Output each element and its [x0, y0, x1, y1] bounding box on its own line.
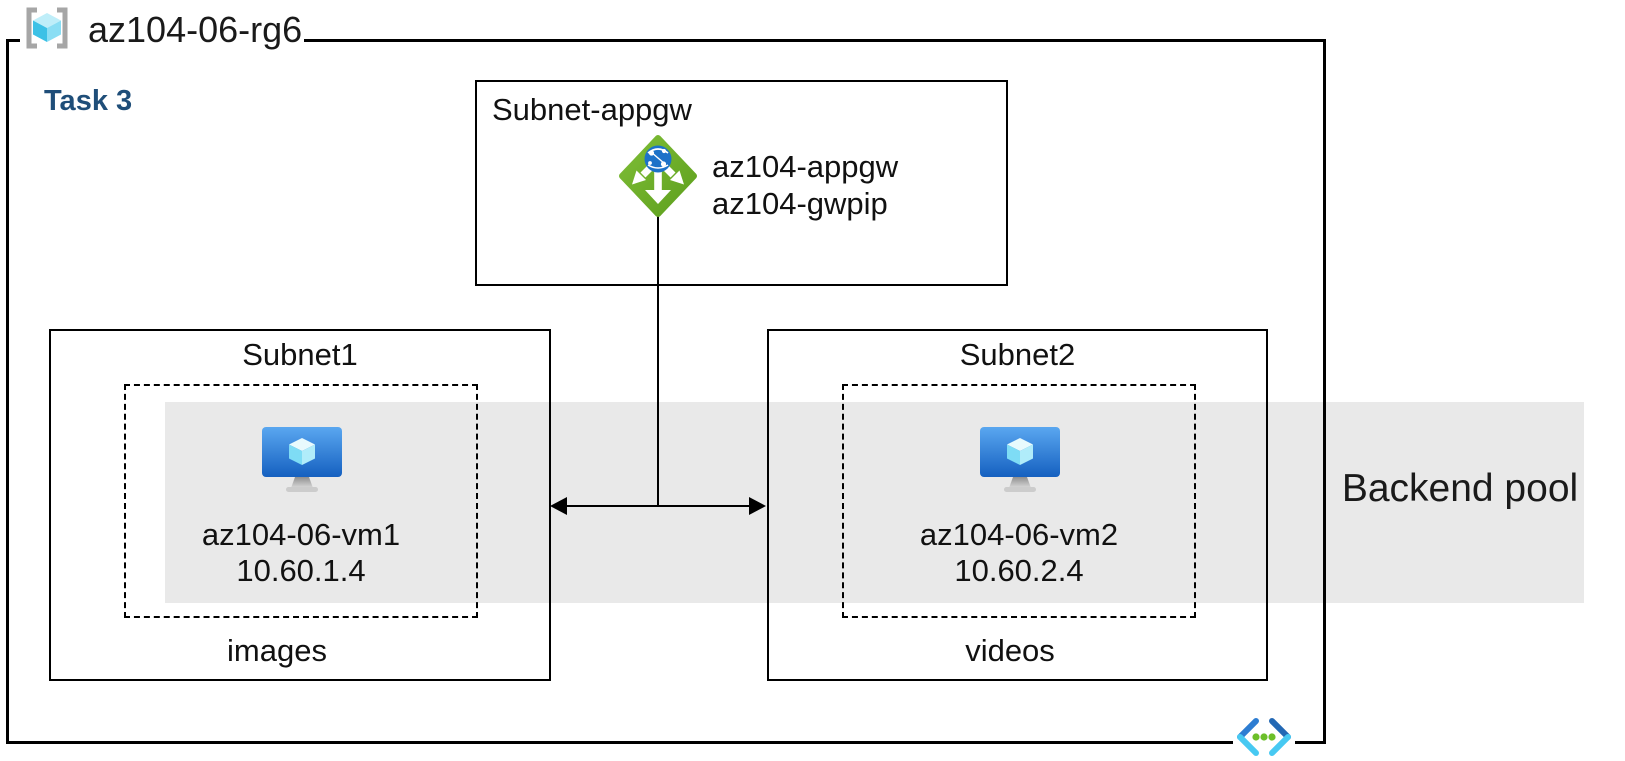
- application-gateway-icon: [619, 135, 697, 217]
- subnet2-backend-group: [842, 384, 1196, 618]
- task-label: Task 3: [44, 85, 133, 117]
- subnet-appgw-title: Subnet-appgw: [492, 92, 692, 127]
- subnet-to-subnet-connector: [556, 504, 754, 508]
- application-gateway-labels: az104-appgw az104-gwpip: [712, 148, 898, 222]
- resource-group-box: [6, 39, 1326, 744]
- arrowhead-right-icon: [749, 497, 766, 515]
- resource-group-border-gap: [20, 36, 304, 46]
- resource-group-icon: [26, 7, 68, 49]
- virtual-network-icon: [1233, 716, 1295, 758]
- gateway-to-backend-connector: [656, 214, 660, 506]
- vm1-ip: 10.60.1.4: [236, 553, 366, 588]
- subnet2-caption: videos: [965, 633, 1055, 668]
- backend-pool-band: [165, 402, 1584, 603]
- gateway-public-ip-name: az104-gwpip: [712, 186, 888, 221]
- virtual-machine-1-icon: [262, 427, 342, 492]
- subnet2-title: Subnet2: [959, 337, 1076, 372]
- vm2-ip: 10.60.2.4: [954, 553, 1084, 588]
- virtual-machine-2-icon: [980, 427, 1060, 492]
- subnet1-title: Subnet1: [242, 337, 358, 372]
- subnet-appgw-box: [475, 80, 1008, 286]
- backend-pool-label: Backend pool: [1341, 467, 1579, 510]
- vm1-labels: az104-06-vm1 10.60.1.4: [124, 517, 478, 589]
- application-gateway-name: az104-appgw: [712, 149, 899, 184]
- vm2-name: az104-06-vm2: [919, 517, 1119, 552]
- arrowhead-left-icon: [550, 497, 567, 515]
- subnet1-backend-group: [124, 384, 478, 618]
- vm2-labels: az104-06-vm2 10.60.2.4: [842, 517, 1196, 589]
- resource-group-name: az104-06-rg6: [88, 9, 303, 50]
- subnet2-box: [767, 329, 1268, 681]
- vm1-name: az104-06-vm1: [201, 517, 401, 552]
- subnet1-caption: images: [227, 633, 327, 668]
